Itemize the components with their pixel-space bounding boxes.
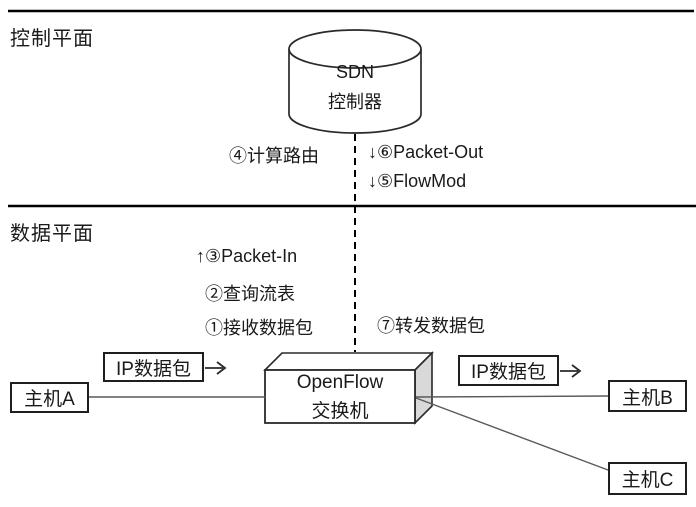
- openflow-switch-name-line1: OpenFlow: [296, 372, 384, 393]
- ip-packet-box-left: IP数据包: [103, 352, 204, 382]
- openflow-switch-front-face: [264, 369, 416, 424]
- host-c-box: 主机C: [608, 462, 687, 495]
- link-switch-to-host-b: [415, 395, 609, 398]
- step-receive-packet-label: ①接收数据包: [205, 318, 313, 338]
- arrow-right-icon: [560, 364, 582, 378]
- step-packet-in-label: ↑③Packet-In: [196, 246, 298, 266]
- step-forward-packet-label: ⑦转发数据包: [377, 316, 485, 336]
- arrow-right-icon: [205, 361, 227, 375]
- link-switch-to-host-c: [415, 397, 609, 471]
- step-packet-out-label: ↓⑥Packet-Out: [368, 142, 484, 162]
- openflow-switch-top-face: [263, 352, 434, 371]
- sdn-controller-cylinder-top: [288, 29, 422, 69]
- step-query-flow-table-label: ②查询流表: [205, 284, 295, 304]
- control-plane-label: 控制平面: [10, 28, 94, 50]
- openflow-switch-name-line2: 交换机: [311, 401, 369, 422]
- step-flowmod-label: ↓⑤FlowMod: [368, 171, 467, 191]
- step-calc-route-label: ④计算路由: [229, 146, 319, 166]
- ip-packet-box-right: IP数据包: [458, 355, 559, 386]
- data-plane-label: 数据平面: [10, 223, 94, 245]
- host-b-box: 主机B: [608, 380, 687, 412]
- sdn-controller-name-line1: SDN: [335, 62, 374, 82]
- host-a-box: 主机A: [10, 382, 89, 413]
- sdn-controller-cylinder-body: [288, 49, 422, 134]
- sdn-controller-name-line2: 控制器: [328, 92, 382, 112]
